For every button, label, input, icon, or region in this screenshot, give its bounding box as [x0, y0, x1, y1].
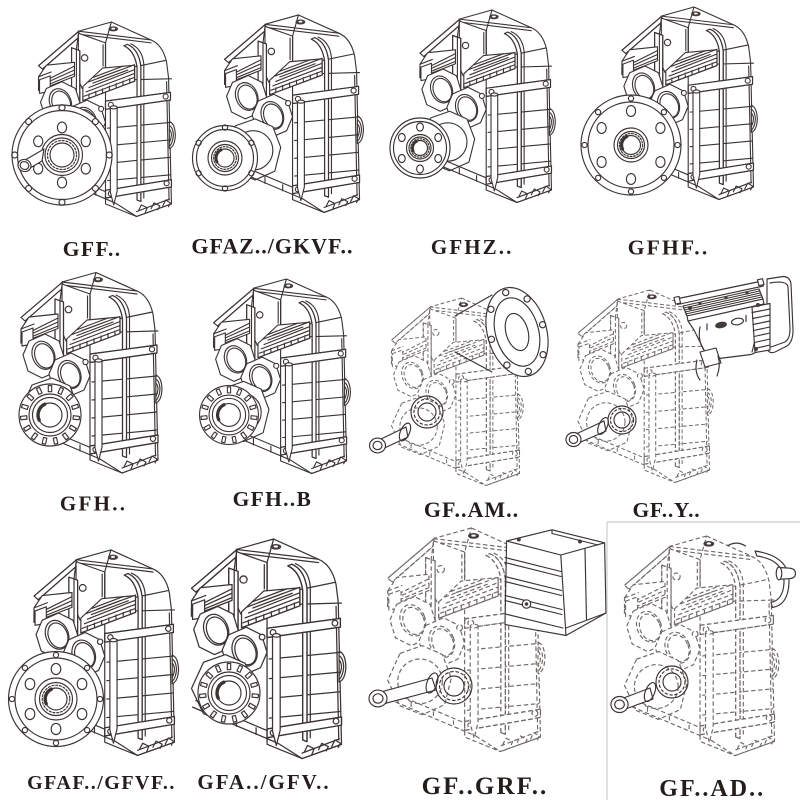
svg-text:GFAZ../GKVF..: GFAZ../GKVF..	[191, 233, 353, 258]
svg-text:GF..AM..: GF..AM..	[424, 497, 519, 522]
svg-text:GF..AD..: GF..AD..	[659, 776, 765, 800]
svg-text:GFHZ..: GFHZ..	[431, 235, 514, 259]
svg-text:GFF..: GFF..	[63, 237, 122, 261]
svg-text:GFH..B: GFH..B	[233, 487, 312, 511]
svg-text:GF..GRF..: GF..GRF..	[422, 773, 549, 800]
svg-text:GFA../GFV..: GFA../GFV..	[197, 770, 330, 794]
svg-text:GFHF..: GFHF..	[628, 235, 710, 259]
svg-text:GFH..: GFH..	[60, 491, 128, 515]
svg-text:GF..Y..: GF..Y..	[632, 498, 700, 522]
svg-text:GFAF../GFVF..: GFAF../GFVF..	[27, 772, 176, 794]
